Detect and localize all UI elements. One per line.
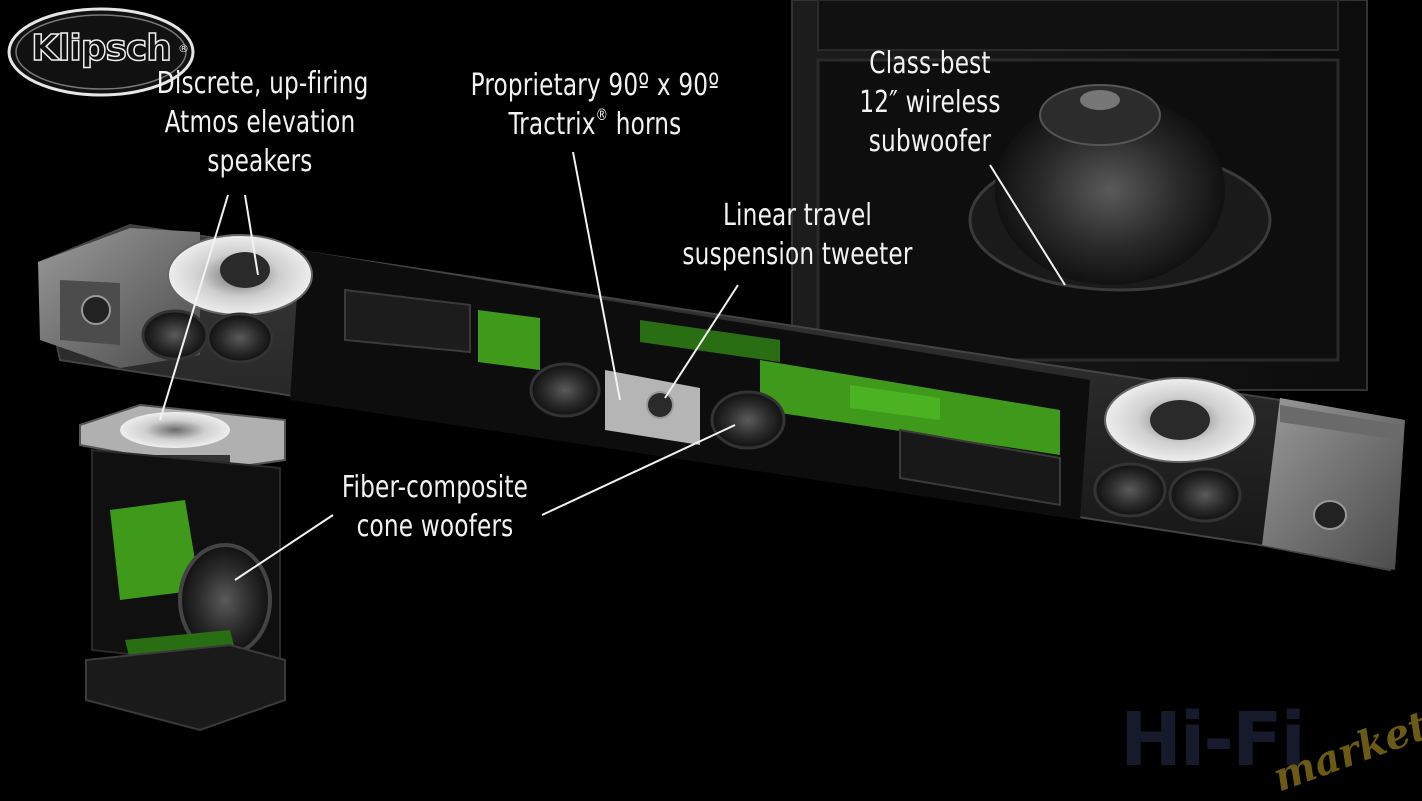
callout-sub-line-1: Class-best bbox=[869, 46, 991, 81]
callout-horns-registered-mark: ® bbox=[595, 105, 609, 124]
callout-leader-lines bbox=[159, 151, 1066, 581]
callout-atmos-line-1: Discrete, up-firing bbox=[156, 66, 369, 101]
leader-tweeter bbox=[664, 284, 739, 399]
callout-woofers-line-2: cone woofers bbox=[356, 509, 514, 544]
callout-tweeter-line-1: Linear travel bbox=[722, 198, 873, 233]
callout-cone-woofers: Fiber-composite cone woofers bbox=[332, 468, 538, 546]
logo-oval-icon bbox=[7, 7, 195, 97]
watermark-hifi-text: Hi-Fi bbox=[1120, 697, 1306, 783]
callout-atmos-line-3: speakers bbox=[207, 144, 313, 179]
callout-atmos-line-2: Atmos elevation bbox=[164, 105, 356, 140]
leader-atmos-right bbox=[244, 194, 259, 276]
leader-subwoofer bbox=[989, 164, 1066, 286]
exploded-side-module bbox=[79, 403, 286, 732]
callout-atmos-speakers: Discrete, up-firing Atmos elevation spea… bbox=[156, 64, 369, 181]
callout-tractrix-horns: Proprietary 90º x 90º Tractrix® horns bbox=[462, 66, 729, 144]
callout-tweeter-line-2: suspension tweeter bbox=[682, 237, 913, 272]
leader-woofers-left bbox=[234, 514, 334, 581]
callout-horns-line-2: Tractrix® horns bbox=[462, 105, 729, 144]
klipsch-logo: Klipsch ® bbox=[6, 6, 196, 98]
callout-woofers-line-1: Fiber-composite bbox=[341, 470, 529, 505]
subwoofer-cabinet bbox=[791, 0, 1368, 391]
leader-atmos-left bbox=[159, 194, 229, 421]
leader-horns bbox=[572, 151, 621, 401]
logo-registered-mark: ® bbox=[178, 42, 189, 55]
soundbar-body bbox=[38, 223, 1405, 572]
callout-horns-tractrix: Tractrix bbox=[508, 107, 596, 142]
callout-horns-word: horns bbox=[608, 107, 682, 142]
logo-wordmark: Klipsch bbox=[30, 27, 172, 70]
callout-tweeter: Linear travel suspension tweeter bbox=[679, 196, 916, 274]
callout-sub-line-3: subwoofer bbox=[868, 124, 992, 159]
callout-subwoofer: Class-best 12″ wireless subwoofer bbox=[844, 44, 1016, 161]
callout-sub-line-2: 12″ wireless bbox=[859, 85, 1001, 120]
hifi-market-watermark: Hi-Fi market bbox=[1120, 697, 1422, 801]
callout-horns-line-1: Proprietary 90º x 90º bbox=[470, 68, 720, 103]
leader-woofers-right bbox=[541, 424, 736, 516]
